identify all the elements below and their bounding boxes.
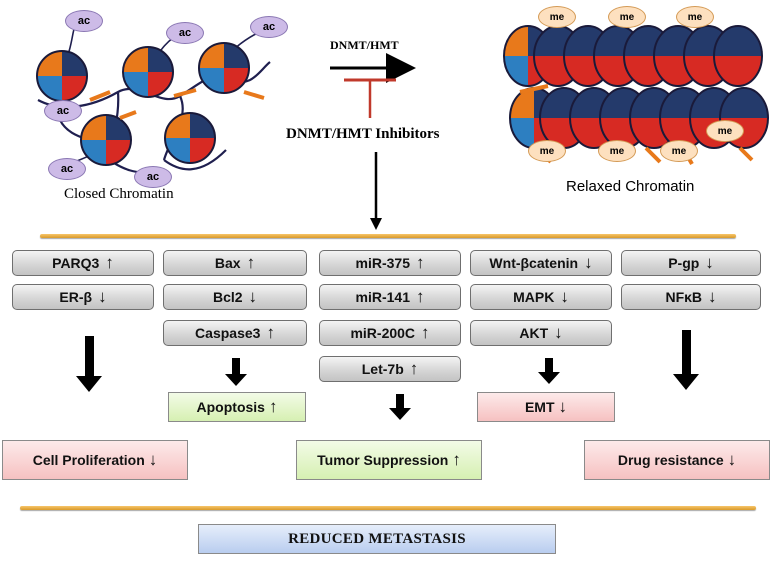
methyl-tag: me bbox=[660, 140, 698, 162]
direction-arrow: ↑ bbox=[246, 253, 256, 272]
mediator-box: ER-β↓ bbox=[12, 284, 154, 310]
mediator-box: miR-141↑ bbox=[319, 284, 461, 310]
direction-arrow: ↓ bbox=[248, 287, 258, 306]
methyl-tag: me bbox=[528, 140, 566, 162]
methyl-tag: me bbox=[706, 120, 744, 142]
closed-chromatin-label: Closed Chromatin bbox=[64, 186, 174, 202]
outcome-box: Drug resistance↓ bbox=[584, 440, 770, 480]
top-divider bbox=[40, 234, 736, 238]
acetyl-tag: ac bbox=[44, 100, 82, 122]
direction-arrow: ↓ bbox=[705, 253, 714, 272]
direction-arrow: ↑ bbox=[409, 359, 419, 378]
outcome-box: Cell Proliferation↓ bbox=[2, 440, 188, 480]
mediator-box: PARQ3↑ bbox=[12, 250, 154, 276]
mediator-box: Wnt-βcatenin↓ bbox=[470, 250, 612, 276]
mediator-box: Bax↑ bbox=[163, 250, 307, 276]
direction-arrow: ↓ bbox=[148, 450, 158, 469]
direction-arrow: ↑ bbox=[105, 253, 114, 272]
acetyl-tag: ac bbox=[166, 22, 204, 44]
dnmt-hmt-inhibitors-label: DNMT/HMT Inhibitors bbox=[286, 126, 440, 142]
methyl-tag: me bbox=[676, 6, 714, 28]
methyl-tag: me bbox=[538, 6, 576, 28]
direction-arrow: ↓ bbox=[560, 287, 569, 306]
direction-arrow: ↑ bbox=[415, 287, 425, 306]
direction-arrow: ↑ bbox=[266, 323, 275, 342]
bottom-divider bbox=[20, 506, 756, 510]
nucleosome-closed bbox=[80, 114, 132, 166]
direction-arrow: ↓ bbox=[727, 450, 737, 469]
acetyl-tag: ac bbox=[250, 16, 288, 38]
mediator-box: Bcl2↓ bbox=[163, 284, 307, 310]
dnmt-hmt-label: DNMT/HMT bbox=[330, 38, 399, 52]
mediator-box: P-gp↓ bbox=[621, 250, 761, 276]
outcome-box: Tumor Suppression↑ bbox=[296, 440, 482, 480]
direction-arrow: ↓ bbox=[584, 253, 593, 272]
direction-arrow: ↑ bbox=[415, 253, 425, 272]
direction-arrow: ↑ bbox=[452, 450, 461, 469]
mediator-box: Let-7b↑ bbox=[319, 356, 461, 382]
direction-arrow: ↓ bbox=[558, 397, 568, 416]
mediator-box: MAPK↓ bbox=[470, 284, 612, 310]
relaxed-chromatin-stack bbox=[503, 25, 769, 165]
nucleosome-closed bbox=[164, 112, 216, 164]
mediator-box: Caspase3↑ bbox=[163, 320, 307, 346]
column-arrows bbox=[76, 330, 699, 420]
mediator-box: AKT↓ bbox=[470, 320, 612, 346]
acetyl-tag: ac bbox=[65, 10, 103, 32]
direction-arrow: ↑ bbox=[268, 397, 278, 416]
mediator-box: miR-375↑ bbox=[319, 250, 461, 276]
direction-arrow: ↑ bbox=[421, 323, 430, 342]
direction-arrow: ↓ bbox=[98, 287, 107, 306]
outcome-box: Apoptosis↑ bbox=[168, 392, 306, 422]
direction-arrow: ↓ bbox=[554, 323, 563, 342]
outcome-box: EMT↓ bbox=[477, 392, 615, 422]
acetyl-tag: ac bbox=[134, 166, 172, 188]
nucleosome-closed bbox=[36, 50, 88, 102]
mediator-box: miR-200C↑ bbox=[319, 320, 461, 346]
direction-arrow: ↓ bbox=[708, 287, 717, 306]
relaxed-chromatin-label: Relaxed Chromatin bbox=[566, 178, 695, 195]
methyl-tag: me bbox=[598, 140, 636, 162]
nucleosome-closed bbox=[198, 42, 250, 94]
mediator-box: NFκB↓ bbox=[621, 284, 761, 310]
nucleosome-closed bbox=[122, 46, 174, 98]
acetyl-tag: ac bbox=[48, 158, 86, 180]
final-outcome-box: REDUCED METASTASIS bbox=[198, 524, 556, 554]
methyl-tag: me bbox=[608, 6, 646, 28]
